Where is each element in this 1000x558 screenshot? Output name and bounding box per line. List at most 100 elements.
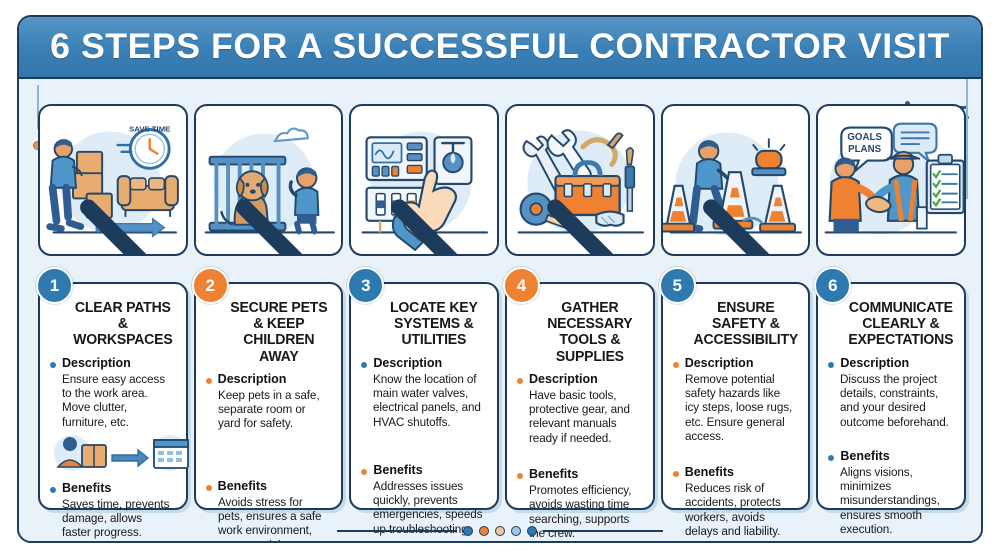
footer-pagination xyxy=(19,523,981,539)
bullet-icon xyxy=(205,484,212,491)
step-badge-4: 4 xyxy=(503,267,541,304)
footer-line-right xyxy=(543,530,663,532)
step-badge-5: 5 xyxy=(658,267,696,304)
description-label: Description xyxy=(373,355,443,370)
step-title-4: GATHER NECESSARY TOOLS & SUPPLIES xyxy=(547,300,633,365)
bullet-icon xyxy=(828,454,835,461)
step-badge-2: 2 xyxy=(191,267,229,304)
description-section-5: Description Remove potential safety haza… xyxy=(672,356,801,443)
benefits-text-6: Aligns visions, minimizes misunderstandi… xyxy=(840,464,941,536)
steps-columns: SAVE TIME xyxy=(35,87,969,541)
bullet-icon xyxy=(50,486,56,493)
svg-text:GOALS: GOALS xyxy=(848,132,883,143)
spacer xyxy=(517,447,645,467)
benefits-label: Benefits xyxy=(529,467,579,481)
step-title-6: COMMUNICATE CLEARLY & EXPECTATIONS xyxy=(848,300,954,349)
step-badge-6: 6 xyxy=(814,267,852,304)
illustration-panel-5 xyxy=(660,104,811,256)
benefits-section-5: Benefits Reduces risk of accidents, prot… xyxy=(672,465,801,538)
step-title-2: SECURE PETS & KEEP CHILDREN AWAY xyxy=(229,300,328,365)
step-column-5: 5 ENSURE SAFETY & ACCESSIBILITY Descript… xyxy=(658,87,814,538)
benefits-section-2: Benefits Avoids stress for pets, ensures… xyxy=(205,478,334,541)
bullet-icon xyxy=(361,361,368,368)
bullet-icon xyxy=(205,377,212,384)
bullet-icon xyxy=(517,473,524,479)
step-column-1: SAVE TIME xyxy=(35,87,191,539)
benefits-section-4: Benefits Promotes efficiency, avoids was… xyxy=(517,467,645,540)
handshake-clipboard-icon: GOALS PLANS xyxy=(825,122,965,235)
description-text-1: Ensure easy access to the work area. Mov… xyxy=(62,371,165,429)
step-card-2[interactable]: 2 SECURE PETS & KEEP CHILDREN AWAY Descr… xyxy=(191,267,344,541)
footer-dot xyxy=(463,526,473,536)
description-section-3: Description Know the location of main wa… xyxy=(361,356,489,429)
benefits-text-3: Addresses issues quickly, prevents emerg… xyxy=(373,478,483,536)
illustration-panel-1: SAVE TIME xyxy=(38,104,188,256)
description-label: Description xyxy=(62,355,131,370)
illustration-panel-2 xyxy=(193,104,344,256)
description-section-4: Description Have basic tools, protective… xyxy=(517,372,645,445)
spacer xyxy=(361,431,489,463)
benefits-section-1: Benefits Saves time, prevents damage, al… xyxy=(50,481,178,540)
step-card-4[interactable]: 4 GATHER NECESSARY TOOLS & SUPPLIES Desc… xyxy=(503,267,655,540)
footer-line-left xyxy=(337,530,457,532)
description-text-6: Discuss the project details, constraints… xyxy=(840,371,950,429)
description-section-6: Description Discuss the project details,… xyxy=(828,356,956,429)
step-column-4: 4 GATHER NECESSARY TOOLS & SUPPLIES Desc… xyxy=(502,87,658,540)
description-text-4: Have basic tools, protective gear, and r… xyxy=(529,387,630,445)
step-column-2: 2 SECURE PETS & KEEP CHILDREN AWAY Descr… xyxy=(191,87,347,541)
spacer xyxy=(828,431,956,449)
step-title-3: LOCATE KEY SYSTEMS & UTILITIES xyxy=(390,300,479,349)
chevron-right-icon xyxy=(235,199,302,254)
illustration-panel-3 xyxy=(349,104,500,256)
chevron-right-icon xyxy=(80,199,147,254)
benefits-text-5: Reduces risk of accidents, protects work… xyxy=(684,481,781,538)
footer-dot xyxy=(479,526,489,536)
step-column-3: 3 LOCATE KEY SYSTEMS & UTILITIES Descrip… xyxy=(346,87,502,536)
description-label: Description xyxy=(217,371,287,386)
benefits-label: Benefits xyxy=(62,480,112,495)
bullet-icon xyxy=(672,471,679,478)
spacer xyxy=(673,445,801,465)
chevron-right-icon xyxy=(391,199,458,254)
step-card-5[interactable]: 5 ENSURE SAFETY & ACCESSIBILITY Descript… xyxy=(658,267,811,538)
bullet-icon xyxy=(50,361,56,368)
bullet-icon xyxy=(361,468,368,475)
benefits-label: Benefits xyxy=(217,478,267,493)
chevron-right-icon xyxy=(702,199,769,254)
benefits-section-3: Benefits Addresses issues quickly, preve… xyxy=(361,463,489,536)
benefits-text-2: Avoids stress for pets, ensures a safe w… xyxy=(217,494,322,541)
bullet-icon xyxy=(517,377,524,384)
benefits-text-1: Saves time, prevents damage, allows fast… xyxy=(62,496,170,540)
step-card-3[interactable]: 3 LOCATE KEY SYSTEMS & UTILITIES Descrip… xyxy=(347,267,500,536)
step-title-5: ENSURE SAFETY & ACCESSIBILITY xyxy=(693,300,798,349)
footer-dot xyxy=(495,526,505,536)
description-section-2: Description Keep pets in a safe, separat… xyxy=(205,371,334,431)
benefits-text-4: Promotes efficiency, avoids wasting time… xyxy=(529,483,632,540)
chevron-right-icon xyxy=(547,199,614,254)
footer-dot xyxy=(527,526,537,536)
poster-frame: 6 STEPS FOR A SUCCESSFUL CONTRACTOR VISI… xyxy=(17,15,983,543)
benefits-section-6: Benefits Aligns visions, minimizes misun… xyxy=(828,449,956,536)
steps-board: + + /// xyxy=(19,79,981,541)
benefits-label: Benefits xyxy=(684,465,735,480)
title-bar: 6 STEPS FOR A SUCCESSFUL CONTRACTOR VISI… xyxy=(19,17,981,79)
svg-text:SAVE TIME: SAVE TIME xyxy=(129,124,170,133)
description-text-5: Remove potential safety hazards like icy… xyxy=(684,371,792,443)
step-title-1: CLEAR PATHS & WORKSPACES xyxy=(73,300,173,349)
bullet-icon xyxy=(672,361,679,368)
person-box-calendar-arrow-icon xyxy=(52,433,189,475)
step-column-6: GOALS PLANS xyxy=(813,87,969,536)
step-card-1[interactable]: 1 CLEAR PATHS & WORKSPACES Description E… xyxy=(36,267,189,539)
step-badge-1: 1 xyxy=(36,267,73,304)
illustration-panel-4 xyxy=(505,104,655,256)
step-badge-3: 3 xyxy=(347,267,385,304)
description-section-1: Description Ensure easy access to the wo… xyxy=(50,356,178,429)
traffic-cones-worker-icon xyxy=(662,132,802,236)
step-card-6[interactable]: 6 COMMUNICATE CLEARLY & EXPECTATIONS Des… xyxy=(814,267,967,536)
svg-text:PLANS: PLANS xyxy=(849,144,882,155)
spacer xyxy=(206,433,334,479)
page-title: 6 STEPS FOR A SUCCESSFUL CONTRACTOR VISI… xyxy=(50,27,950,66)
description-text-3: Know the location of main water valves, … xyxy=(373,371,482,429)
bullet-icon xyxy=(828,361,835,368)
